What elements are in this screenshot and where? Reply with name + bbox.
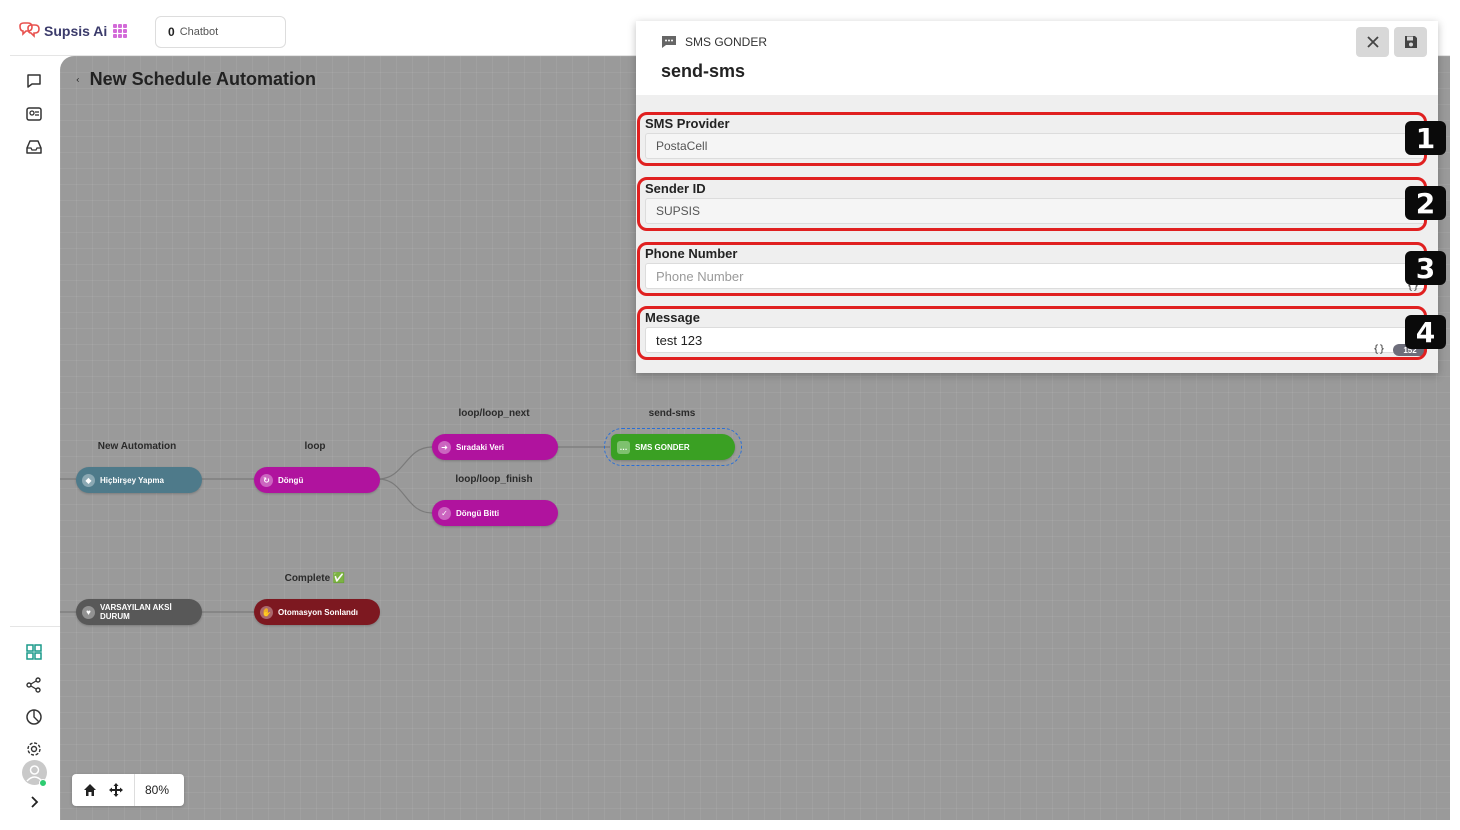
loop-icon: ↻ [260, 473, 273, 487]
close-icon [1366, 36, 1379, 48]
page-title: New Schedule Automation [89, 69, 316, 89]
message-label: Message [645, 310, 700, 325]
close-panel-button[interactable] [1356, 27, 1389, 57]
app-logo[interactable]: Supsis Ai [18, 22, 107, 40]
apps-grid-icon[interactable] [113, 24, 127, 38]
step-badge-2: 2 [1405, 186, 1446, 220]
chevron-right-icon[interactable] [25, 793, 43, 811]
app-frame: Supsis Ai 0 Chatbot New Schedule Automat… [10, 10, 1450, 820]
node-loop-next[interactable]: ➜ Sıradaki Veri [432, 434, 558, 460]
zoom-divider [134, 774, 135, 806]
highlight-box-1 [637, 112, 1427, 166]
node-title: Döngü Bitti [456, 508, 500, 518]
phone-number-label: Phone Number [645, 246, 738, 261]
variable-braces-icon[interactable]: {} [1373, 344, 1386, 355]
node-label-loop-finish: loop/loop_finish [455, 474, 533, 485]
node-title: Otomasyon Sonlandı [278, 607, 359, 617]
node-label-loop: loop [304, 441, 326, 452]
pan-move-icon[interactable] [108, 782, 124, 798]
online-status-dot [39, 779, 47, 787]
phone-number-input[interactable] [645, 263, 1426, 289]
highlight-box-2 [637, 177, 1427, 231]
node-complete[interactable]: ✋ Otomasyon Sonlandı [254, 599, 380, 625]
sms-icon: … [617, 440, 630, 454]
node-default-error[interactable]: ♥ VARSAYILAN AKSİ DURUM [76, 599, 202, 625]
node-title: VARSAYILAN AKSİ DURUM [100, 603, 172, 621]
rail-divider [10, 626, 60, 627]
node-title: Döngü [278, 475, 304, 485]
check-icon: ✓ [438, 506, 451, 520]
node-title: Sıradaki Veri [456, 442, 505, 452]
sender-id-field[interactable] [645, 198, 1426, 224]
node-label-complete: Complete ✅ [284, 573, 346, 584]
panel-node-name: send-sms [661, 61, 746, 81]
node-label-loop-next: loop/loop_next [458, 408, 530, 419]
reports-icon[interactable] [25, 708, 43, 726]
zoom-level[interactable]: 80% [145, 783, 170, 797]
step-badge-1: 1 [1405, 121, 1446, 155]
panel-type-label: SMS GONDER [685, 35, 768, 49]
panel-header: SMS GONDER send-sms [636, 21, 1438, 95]
step-badge-4: 4 [1405, 315, 1446, 349]
message-input[interactable] [645, 327, 1426, 353]
chatbot-count: 0 [168, 25, 175, 39]
app-name: Supsis Ai [44, 23, 108, 39]
wave-hand-icon: ✋ [260, 605, 273, 619]
step-badge-3: 3 [1405, 251, 1446, 285]
next-arrow-icon: ➜ [438, 440, 451, 454]
logo-icon [19, 22, 40, 38]
back-arrow-icon[interactable] [76, 72, 80, 88]
chatbot-label: Chatbot [179, 26, 219, 38]
sender-id-label: Sender ID [645, 181, 706, 196]
node-settings-panel: SMS GONDER send-sms SMS Provider 1 Sende… [636, 21, 1446, 373]
settings-gear-icon[interactable] [25, 740, 43, 758]
variable-braces-icon[interactable]: {} [1407, 281, 1420, 292]
inbox-icon[interactable] [25, 138, 43, 156]
node-label-send-sms: send-sms [648, 408, 696, 419]
panel-node-type: SMS GONDER [661, 35, 767, 49]
highlight-box-3 [637, 242, 1427, 296]
node-loop-finish[interactable]: ✓ Döngü Bitti [432, 500, 558, 526]
chatbot-selector[interactable]: 0 Chatbot [155, 16, 286, 48]
highlight-box-4 [637, 306, 1427, 360]
chat-icon[interactable] [25, 72, 43, 90]
node-trigger[interactable]: ◆ Hiçbirşey Yapma [76, 467, 202, 493]
contacts-icon[interactable] [25, 105, 43, 123]
home-icon[interactable] [82, 782, 98, 798]
selected-node-outline [604, 428, 742, 466]
save-disk-icon [1404, 36, 1417, 48]
share-icon[interactable] [25, 676, 43, 694]
save-panel-button[interactable] [1394, 27, 1427, 57]
left-rail [10, 56, 60, 820]
flow-edges [60, 446, 610, 613]
sms-message-icon [662, 36, 676, 48]
sms-provider-field[interactable] [645, 133, 1426, 159]
node-title: Hiçbirşey Yapma [100, 475, 164, 485]
node-send-sms[interactable]: … SMS GONDER [611, 434, 735, 460]
diamond-icon: ◆ [82, 473, 95, 487]
sms-provider-label: SMS Provider [645, 116, 730, 131]
node-title: SMS GONDER [635, 442, 690, 452]
node-label-trigger: New Automation [97, 441, 177, 452]
broken-heart-icon: ♥ [82, 605, 95, 619]
canvas-header: New Schedule Automation [76, 69, 316, 90]
dashboard-icon[interactable] [25, 643, 43, 661]
node-loop[interactable]: ↻ Döngü [254, 467, 380, 493]
zoom-controls: 80% [72, 774, 184, 806]
